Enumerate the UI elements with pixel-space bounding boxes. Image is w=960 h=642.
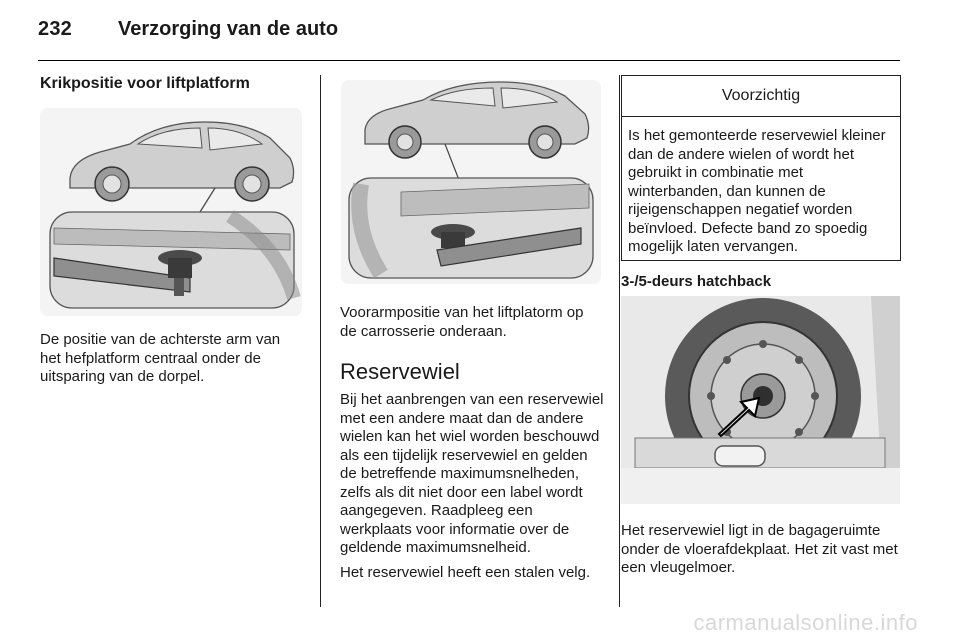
spare-wheel-trunk-illustration — [621, 296, 900, 504]
column-left-text: De positie van de achterste arm van het … — [40, 331, 304, 387]
column-right-text: Het reservewiel ligt in de bagageruimte … — [621, 522, 901, 578]
front-lift-point-figure — [341, 80, 601, 284]
rear-lift-point-figure — [40, 108, 302, 316]
caution-box: Voorzichtig Is het gemonteerde reservewi… — [621, 75, 901, 261]
steel-rim-paragraph: Het reservewiel heeft een stalen velg. — [340, 563, 591, 581]
lift-point-heading: Krikpositie voor liftplatform — [40, 75, 250, 92]
caution-title: Voorzichtig — [622, 76, 900, 117]
column-divider-2 — [619, 75, 620, 607]
column-right-subheading: 3-/5-deurs hatchback — [621, 273, 901, 290]
watermark: carmanualsonline.info — [693, 610, 918, 635]
spare-wheel-title: Reservewiel — [340, 359, 460, 384]
spare-wheel-figure — [621, 296, 900, 504]
column-left: Krikpositie voor liftplatform — [40, 75, 304, 93]
spare-wheel-location-paragraph: Het reservewiel ligt in de bagageruimte … — [621, 522, 898, 576]
hatchback-subheading: 3-/5-deurs hatchback — [621, 273, 772, 290]
car-rear-lift-point-illustration — [40, 108, 302, 316]
car-front-lift-point-illustration — [341, 80, 601, 284]
page-title: Verzorging van de auto — [118, 18, 339, 40]
caution-text: Is het gemonteerde reservewiel kleiner d… — [628, 127, 886, 255]
spare-wheel-paragraph: Bij het aanbrengen van een reservewiel m… — [340, 391, 604, 556]
lift-point-paragraph: De positie van de achterste arm van het … — [40, 331, 281, 385]
front-lift-caption: Voorarmpositie van het liftplatorm op de… — [340, 304, 584, 340]
page-header: 232 Verzorging van de auto — [38, 18, 900, 61]
column-divider-1 — [320, 75, 321, 607]
page-number: 232 — [38, 18, 72, 40]
column-middle-text: Voorarmpositie van het liftplatorm op de… — [340, 304, 604, 582]
